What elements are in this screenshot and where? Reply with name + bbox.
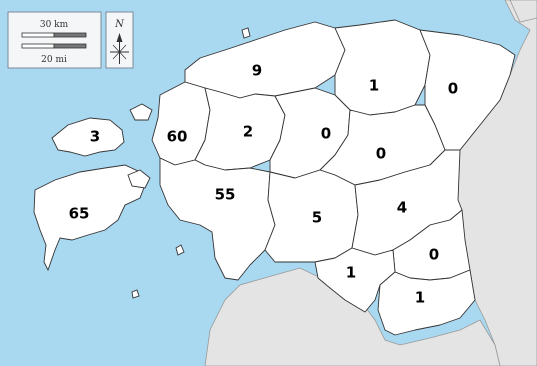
islet-ruhnu — [131, 289, 140, 299]
islet-muhu — [127, 169, 151, 189]
label-voru: 1 — [415, 289, 425, 307]
label-laane: 60 — [167, 128, 188, 146]
label-tartu: 4 — [397, 199, 407, 217]
label-jogeva: 0 — [376, 145, 386, 163]
scale-km-label: 30 km — [40, 20, 69, 30]
label-saare: 65 — [69, 205, 90, 223]
label-jarva: 0 — [321, 125, 331, 143]
islet-naissaar — [241, 27, 251, 39]
label-laane-viru: 1 — [369, 77, 379, 95]
label-harju: 9 — [252, 62, 262, 80]
region-laane-viru — [334, 19, 431, 116]
compass-rose: N — [105, 11, 134, 69]
label-rapla: 2 — [243, 123, 253, 141]
scale-mi-label: 20 mi — [41, 55, 67, 65]
region-saare — [33, 164, 146, 272]
label-ida-viru: 0 — [448, 80, 458, 98]
region-voru — [377, 269, 476, 336]
label-valga: 1 — [346, 264, 356, 282]
neighbor-latvia — [204, 267, 501, 366]
region-parnu — [159, 157, 276, 281]
compass-n-label: N — [114, 19, 125, 30]
islet-kihnu — [175, 244, 185, 256]
label-parnu: 55 — [215, 186, 236, 204]
label-polva: 0 — [429, 246, 439, 264]
islet-vormsi — [129, 103, 153, 121]
north-arrow-icon — [116, 33, 123, 42]
scale-bar: 30 km 20 mi — [7, 11, 102, 69]
label-viljandi: 5 — [312, 209, 322, 227]
label-hiiu: 3 — [90, 128, 100, 146]
neighbor-finland — [509, 0, 537, 23]
region-hiiu — [51, 117, 125, 157]
region-ida-viru — [419, 29, 516, 151]
